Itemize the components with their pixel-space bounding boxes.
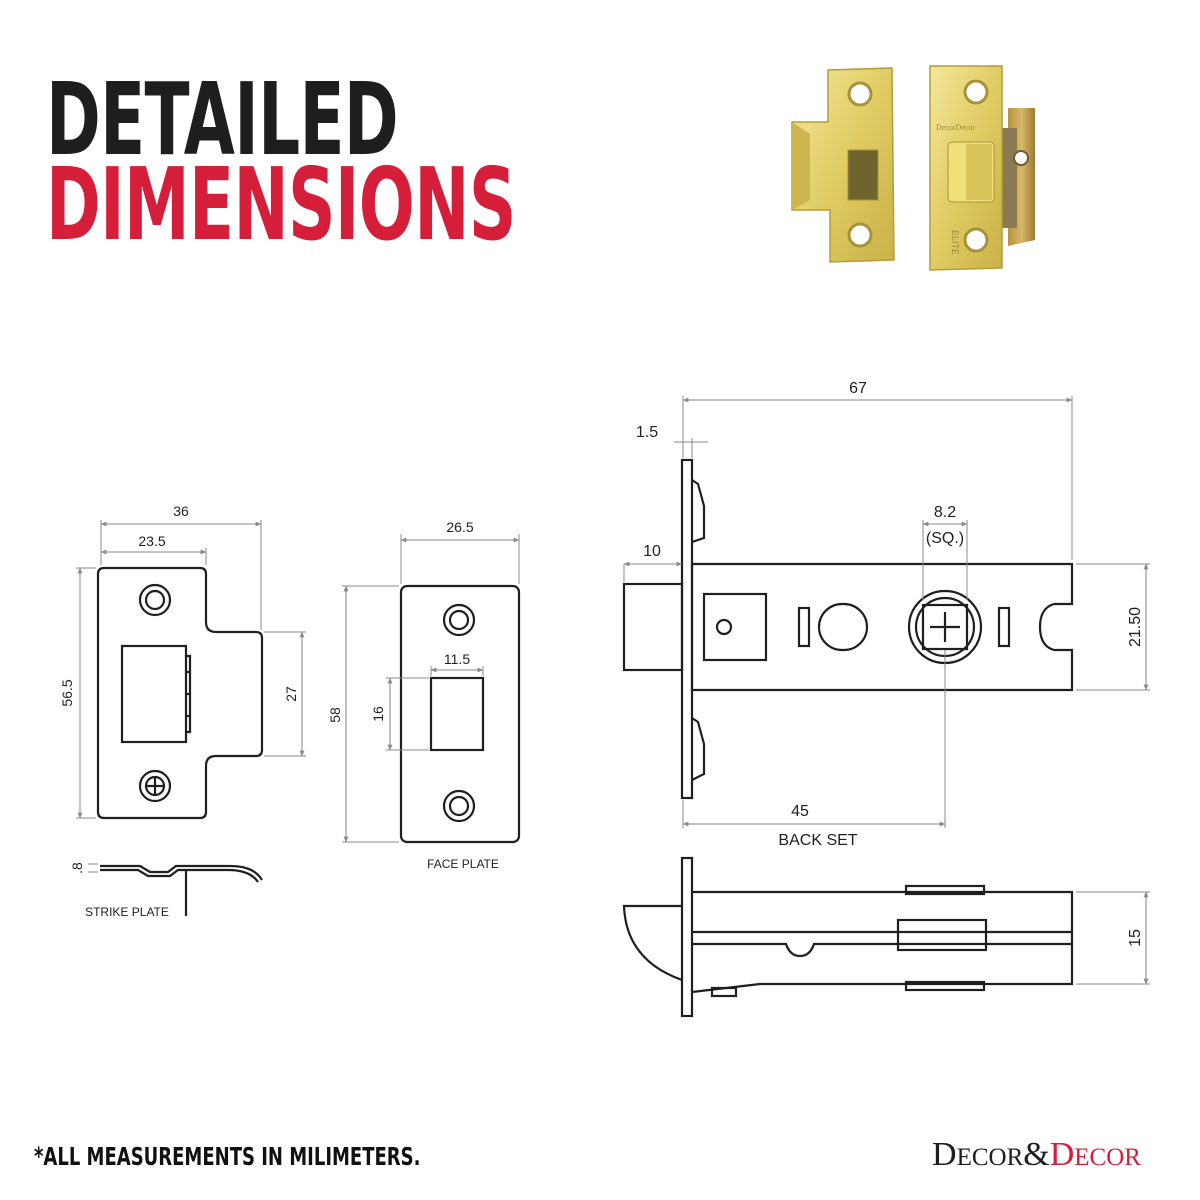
brand-amp: & [1023, 1136, 1050, 1173]
product-photo: DecorDecor ELITE [791, 65, 1035, 271]
latch-body-height-label: 21.50 [1127, 607, 1144, 647]
face-height-label: 58 [327, 707, 343, 723]
latch-side-drawing: 15 [622, 856, 1150, 1018]
strike-height-label: 56.5 [59, 679, 75, 706]
backset-label: 45 [791, 803, 809, 820]
latch-thickness-label: 15 [1127, 929, 1144, 947]
footnote: *ALL MEASUREMENTS IN MILIMETERS. [34, 1142, 421, 1171]
strike-caption: STRIKE PLATE [85, 905, 169, 919]
face-slot-height-label: 16 [370, 706, 386, 722]
strike-thickness-label: .8 [69, 862, 85, 874]
brand-logo: DECOR&DECOR [932, 1138, 1141, 1172]
latch-photo: DecorDecor ELITE [929, 65, 1035, 271]
title-line-1: DETAILED [46, 61, 399, 178]
latch-plate-thickness-label: 1.5 [636, 424, 658, 441]
strike-plate-photo [791, 67, 895, 263]
latch-length-label: 67 [849, 380, 867, 397]
face-width-label: 26.5 [446, 519, 473, 535]
strike-lip-label: 27 [283, 686, 299, 702]
spindle-size-label: 8.2 [934, 504, 956, 521]
spindle-note-label: (SQ.) [926, 530, 964, 547]
face-caption: FACE PLATE [427, 857, 499, 871]
backset-caption: BACK SET [778, 832, 857, 849]
photo-engraving-brand: DecorDecor [936, 123, 975, 132]
latch-projection-label: 10 [643, 543, 661, 560]
brand-initial-2: D [1049, 1136, 1075, 1173]
brand-initial-1: D [932, 1136, 957, 1173]
strike-plate-drawing: 36 23.5 56.5 27 .8 STRIKE PLATE [59, 503, 306, 919]
strike-inner-width-label: 23.5 [138, 533, 165, 549]
brand-rest-2: ECOR [1074, 1144, 1141, 1171]
face-plate-drawing: 26.5 58 11.5 16 FACE PLATE [327, 519, 521, 871]
latch-top-drawing: 67 1.5 10 8.2 (SQ.) 21.50 45 BACK SET [622, 380, 1150, 849]
face-slot-width-label: 11.5 [444, 651, 470, 667]
brand-rest-1: ECOR [956, 1144, 1024, 1171]
strike-width-label: 36 [173, 503, 189, 519]
photo-engraving-model: ELITE [950, 230, 960, 255]
title-line-2: DIMENSIONS [46, 146, 516, 263]
